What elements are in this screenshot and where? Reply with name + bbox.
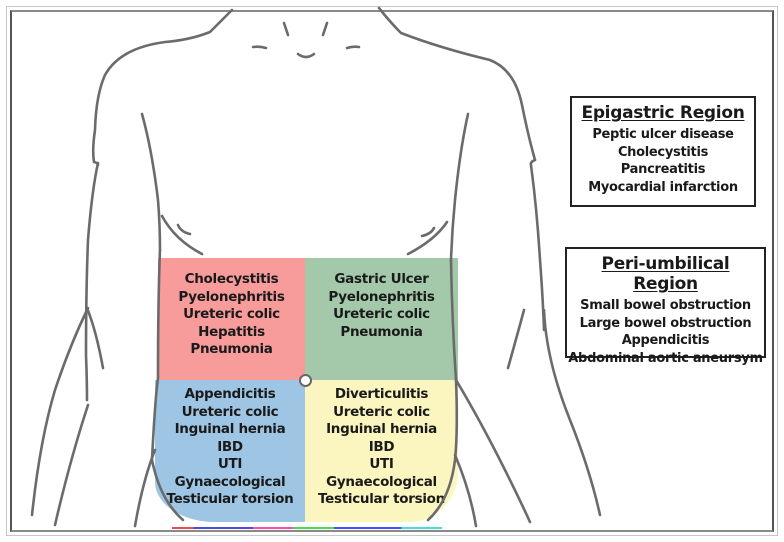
periumbilical-region-title: Peri-umbilical Region bbox=[601, 254, 730, 294]
epigastric-item: Myocardial infarction bbox=[588, 179, 738, 195]
left-neck-shoulder-line bbox=[91, 8, 234, 167]
image-artifact-strip bbox=[172, 527, 442, 529]
left-arm-lower-line bbox=[85, 306, 105, 370]
neck-line-right bbox=[321, 21, 329, 37]
image-frame-outer bbox=[6, 6, 778, 536]
left-forearm-line bbox=[30, 306, 90, 517]
quadrant-right-lower: Appendicitis Ureteric colic Inguinal her… bbox=[155, 380, 305, 522]
quadrant-item: Gastric Ulcer bbox=[334, 271, 429, 287]
quadrant-item: Gynaecological bbox=[326, 473, 437, 490]
quadrant-item: UTI bbox=[217, 456, 243, 472]
clavicle-left-mark bbox=[251, 45, 268, 50]
quadrant-item: Appendicitis bbox=[184, 386, 276, 402]
periumbilical-item: Large bowel obstruction bbox=[579, 315, 752, 331]
left-pec-line bbox=[160, 214, 204, 256]
quadrant-item: Testicular torsion bbox=[166, 491, 294, 507]
quadrant-item: IBD bbox=[368, 438, 395, 455]
clavicle-right-mark bbox=[345, 45, 361, 50]
quadrant-item: Pneumonia bbox=[190, 341, 273, 357]
epigastric-item: Pancreatitis bbox=[620, 162, 706, 177]
quadrant-item: Pneumonia bbox=[340, 323, 423, 340]
quadrant-item: Testicular torsion bbox=[318, 491, 445, 507]
right-torso-side-line bbox=[426, 258, 459, 522]
neck-line-left bbox=[282, 21, 290, 37]
right-forearm-line bbox=[542, 308, 602, 517]
quadrant-item: IBD bbox=[217, 438, 243, 455]
quadrant-right-upper: Cholecystitis Pyelonephritis Ureteric co… bbox=[158, 258, 305, 380]
periumbilical-item: Abdominal aortic aneursym bbox=[568, 350, 763, 366]
sternal-notch-mark bbox=[296, 52, 316, 59]
periumbilical-region-box: Peri-umbilical Region Small bowel obstru… bbox=[565, 247, 766, 366]
quadrant-item: Pyelonephritis bbox=[178, 288, 285, 305]
left-torso-side-line bbox=[150, 248, 185, 522]
periumbilical-item: Small bowel obstruction bbox=[580, 298, 751, 313]
right-arm-inner-line bbox=[449, 112, 470, 262]
epigastric-region-box: Epigastric Region Peptic ulcer disease C… bbox=[570, 96, 756, 207]
quadrant-item: UTI bbox=[369, 456, 394, 472]
right-pec-line bbox=[406, 220, 449, 256]
left-thigh-line bbox=[133, 448, 157, 528]
left-lower-leg-line bbox=[53, 403, 90, 527]
quadrant-left-upper: Gastric Ulcer Pyelonephritis Ureteric co… bbox=[305, 258, 458, 380]
right-nipple-mark bbox=[420, 226, 436, 238]
image-frame bbox=[10, 10, 774, 532]
right-arm-outer-line bbox=[529, 158, 546, 332]
quadrant-item: Cholecystitis bbox=[184, 271, 279, 287]
right-thigh-line bbox=[453, 453, 478, 528]
quadrant-item: Pyelonephritis bbox=[328, 288, 435, 305]
left-arm-outer-line bbox=[84, 161, 100, 402]
quadrant-item: Ureteric colic bbox=[181, 403, 279, 420]
epigastric-region-title: Epigastric Region bbox=[581, 103, 745, 123]
quadrant-item: Hepatitis bbox=[198, 323, 265, 340]
right-leg-line bbox=[454, 378, 532, 524]
left-nipple-mark bbox=[176, 223, 192, 236]
quadrant-item: Ureteric colic bbox=[333, 403, 430, 420]
navel-marker bbox=[299, 374, 312, 387]
epigastric-item: Cholecystitis bbox=[617, 144, 709, 160]
quadrant-item: Diverticulitis bbox=[334, 386, 429, 402]
left-arm-inner-line bbox=[140, 112, 162, 252]
epigastric-item: Peptic ulcer disease bbox=[592, 127, 734, 142]
quadrant-left-lower: Diverticulitis Ureteric colic Inguinal h… bbox=[305, 380, 458, 522]
right-neck-shoulder-line bbox=[377, 6, 537, 162]
quadrant-item: Inguinal hernia bbox=[174, 421, 286, 437]
right-arm-lower-line bbox=[506, 308, 526, 370]
quadrant-item: Inguinal hernia bbox=[326, 421, 437, 437]
periumbilical-item: Appendicitis bbox=[621, 333, 710, 348]
quadrant-item: Ureteric colic bbox=[183, 306, 280, 322]
quadrant-item: Gynaecological bbox=[174, 473, 286, 490]
quadrant-item: Ureteric colic bbox=[333, 306, 430, 322]
